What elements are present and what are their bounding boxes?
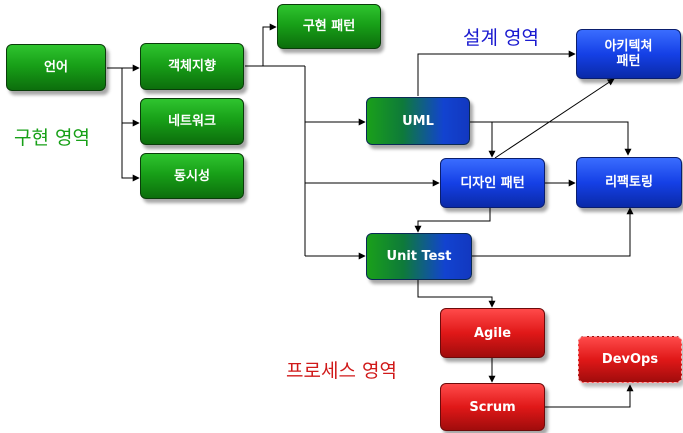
- edge-design-arch: [494, 78, 615, 159]
- node-language[interactable]: 언어: [6, 44, 106, 91]
- edge-design-unit-test: [414, 208, 491, 233]
- region-label-implementation: 구현 영역: [14, 127, 90, 149]
- node-network[interactable]: 네트워크: [140, 98, 244, 145]
- edge-scrum-devops: [545, 384, 634, 408]
- edge-unit-test-agile: [417, 280, 496, 308]
- region-label-process: 프로세스 영역: [286, 360, 397, 382]
- node-uml[interactable]: UML: [366, 97, 470, 145]
- edge-uml-arch: [417, 50, 576, 96]
- edge-unit-test-refactoring: [472, 207, 634, 257]
- region-label-design: 설계 영역: [463, 27, 539, 49]
- node-devops[interactable]: DevOps: [578, 336, 682, 383]
- node-arch-pattern[interactable]: 아키텍쳐 패턴: [576, 29, 681, 79]
- node-concurrency[interactable]: 동시성: [140, 153, 244, 199]
- node-agile[interactable]: Agile: [440, 308, 545, 358]
- edge-language-network: [121, 68, 140, 127]
- node-refactoring[interactable]: 리팩토링: [576, 157, 682, 208]
- node-unit-test[interactable]: Unit Test: [366, 233, 472, 280]
- node-design-pattern[interactable]: 디자인 패턴: [440, 158, 545, 208]
- node-oop[interactable]: 객체지향: [140, 43, 244, 90]
- node-scrum[interactable]: Scrum: [440, 383, 545, 431]
- node-impl-pattern[interactable]: 구현 패턴: [277, 4, 381, 49]
- edge-uml-refactoring: [470, 121, 632, 156]
- edge-oop-impl-pattern: [245, 23, 277, 67]
- edge-language-concurrency: [121, 123, 140, 182]
